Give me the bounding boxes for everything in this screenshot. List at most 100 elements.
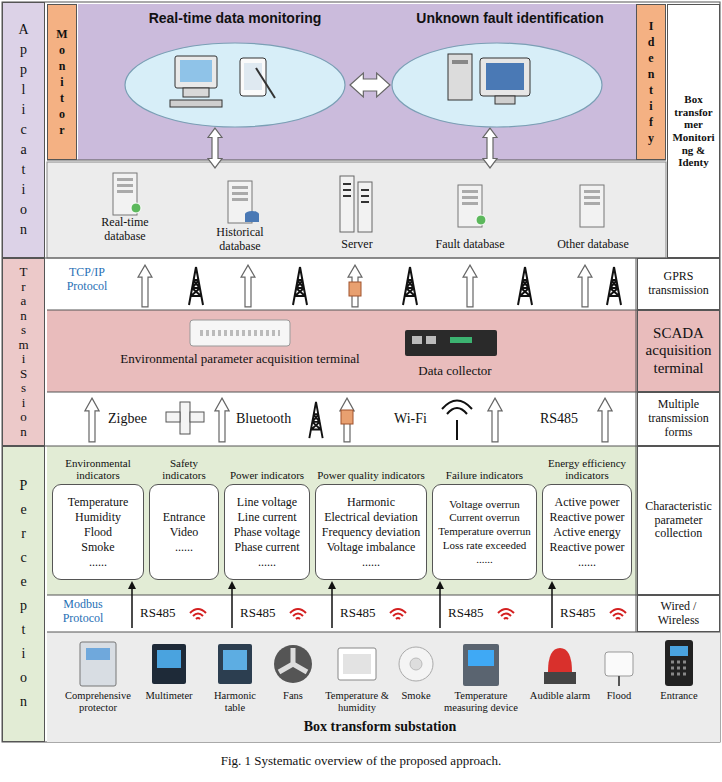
function-band: Monitor [47,4,77,160]
part-label: Multimeter [140,690,198,702]
indicator-item: Active power [555,495,620,510]
row-title: Multiple transmission forms [637,392,720,446]
vertical-title: Monitor [56,26,67,138]
part-label: Temperature & humidity [320,690,394,714]
temperature-device-screen [468,650,494,666]
indicator-heading: Energy efficiency indicators [542,448,632,482]
indicator-frame: HarmonicElectrical deviationFrequency de… [315,484,427,580]
title-letter: i [18,100,28,120]
indicator-item: Flood [84,525,112,540]
indicator-item: Voltage imbalance [327,540,416,555]
layer-band: Application [2,2,45,258]
part-label: RS485 [560,606,606,621]
up-arrow [598,398,612,442]
monitor-icon [480,58,530,96]
indicator-item: Voltage overrun [449,498,519,512]
part-label: Harmonic table [205,690,265,714]
arrow-heads [128,581,556,589]
row-title: Box transformer Monitoring & Identy [667,4,720,258]
tablet-screen [244,63,262,90]
wireless-icon [610,609,626,619]
outer-frame [2,2,720,742]
title-letter: y [648,130,655,146]
title-letter: i [648,98,655,114]
wireless-icon [290,609,306,619]
title-letter: i [20,642,28,666]
title-letter: l [18,80,28,100]
smoke-detector-icon [399,647,433,681]
title-letter: P [20,474,28,498]
tower-icon [189,267,203,305]
row-title-text: Wired / Wireless [640,600,717,628]
entrance-screen [670,646,688,656]
firewall-icon [341,410,353,424]
up-arrow [348,265,362,307]
part-label: TCP/IP Protocol [52,266,122,294]
row-title: GPRS transmission [637,258,720,310]
indicator-item: Reactive power [550,510,625,525]
part-label: Zigbee [108,411,160,427]
indicator-item: Entrance [163,510,206,525]
indicator-heading: Failure indicators [432,448,537,482]
indicator-item: Humidity [75,510,121,525]
protector-screen [86,648,110,660]
collector-device [405,330,497,356]
indicator-item: ...... [578,555,596,570]
ellipse-outline [120,10,350,130]
indicator-heading: Environmental indicators [52,448,144,482]
title-letter: e [20,498,28,522]
part-label: Environmental parameter acquisition term… [100,352,380,367]
tower-icon [403,267,417,305]
title-letter: i [56,74,67,90]
indicator-item: Reactive power [550,540,625,555]
title-letter: t [18,160,28,180]
part-label: Real-time database [85,216,165,244]
terminal-device [190,320,290,346]
indicator-frame: TemperatureHumidityFloodSmoke...... [52,484,144,580]
indicator-box: Safety indicatorsEntranceVideo...... [149,448,219,580]
title-letter: n [18,309,28,324]
title-letter: t [648,82,655,98]
indicator-item: ...... [175,540,193,555]
row-borders [2,160,720,632]
application-panel [78,4,636,160]
part-label: Bluetooth [236,411,304,427]
part-label: Server [320,238,394,252]
vertical-title: Identify [648,18,655,146]
indicator-item: Line voltage [237,495,297,510]
title-letter: r [56,122,67,138]
up-arrow [340,398,354,442]
title-letter: m [18,338,28,353]
collector-terminal [450,337,472,343]
input-arrows [132,588,552,628]
tower-icon [309,402,322,438]
indicator-item: Video [170,525,199,540]
indicator-box: Power quality indicatorsHarmonicElectric… [315,448,427,580]
entrance-keypad [671,662,687,674]
row-title-text: Box transformer Monitoring & Identy [670,93,717,169]
thermo-hygrometer-icon [338,648,376,680]
fan-blades [279,648,307,672]
thermo-hygrometer-screen [343,654,371,674]
server-slots [343,184,369,202]
up-arrow [138,265,152,307]
indicator-frame: Active powerReactive powerActive energyR… [542,484,632,580]
keyboard-icon [170,100,222,107]
title-letter: I [648,18,655,34]
title-letter: p [18,60,28,80]
part-label: Modbus Protocol [52,598,114,626]
scada-row [47,310,637,392]
terminal-vents [200,330,280,336]
title-letter: r [20,522,28,546]
database-row [47,162,666,258]
title-letter: e [648,50,655,66]
indicator-frame: Line voltageLine currentPhase voltagePha… [224,484,310,580]
title-letter: e [20,570,28,594]
title-letter: o [20,666,28,690]
indicator-item: ...... [258,555,276,570]
wireless-icon [498,609,514,619]
part-label: Wi-Fi [394,411,438,427]
indicator-row [47,446,637,595]
zigbee-icon [180,402,190,434]
